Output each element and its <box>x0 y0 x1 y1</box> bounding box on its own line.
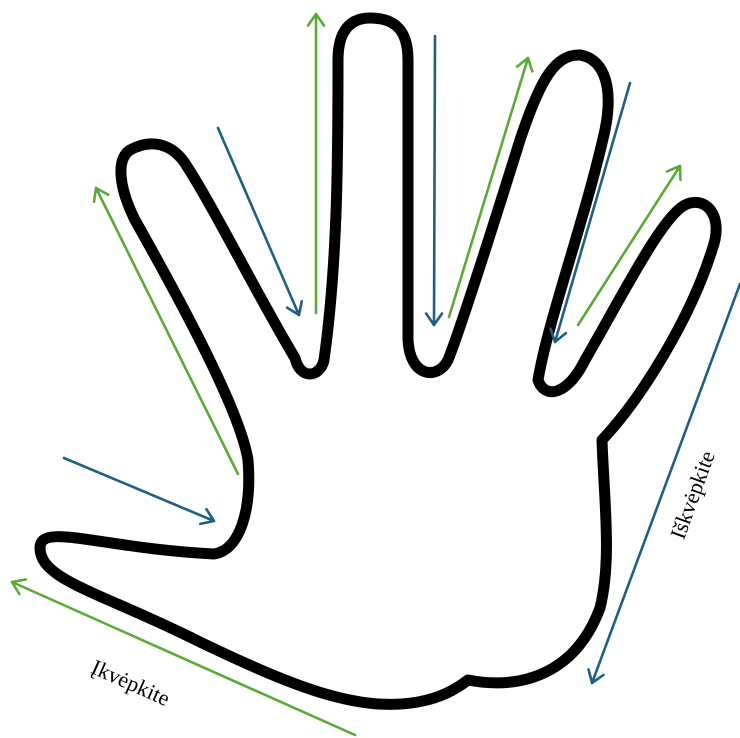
inhale-arrow-ring-left <box>449 58 532 317</box>
inhale-arrow-thumb-outer <box>12 579 355 735</box>
arrows-group <box>12 14 740 735</box>
inhale-arrow-middle-left <box>308 14 324 313</box>
inhale-arrow-index-outer <box>94 188 238 474</box>
hand-outline <box>40 18 716 704</box>
exhale-arrow-middle-right <box>426 36 442 325</box>
exhale-arrow-thumb-inner <box>64 458 214 524</box>
